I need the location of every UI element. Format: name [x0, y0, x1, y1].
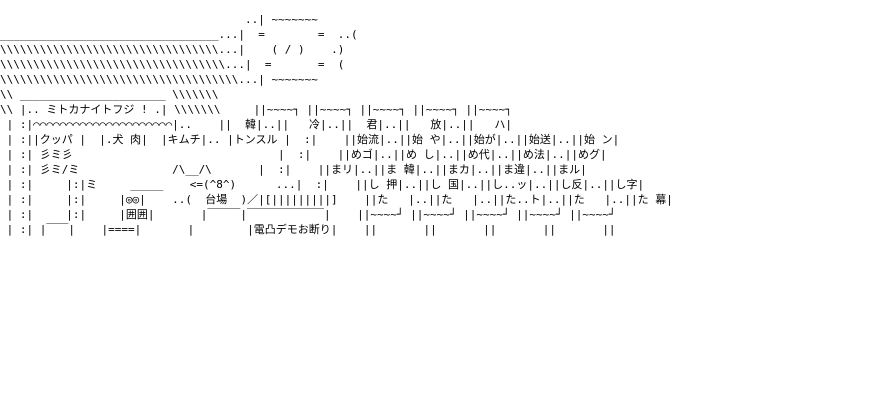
art-line-6: \\ ______________________ \\\\\\\ [0, 88, 219, 101]
art-line-8: | :|⌒⌒⌒⌒⌒⌒⌒⌒⌒⌒⌒⌒⌒⌒⌒⌒⌒⌒⌒⌒⌒|.. || 韓|..|| 冷… [0, 118, 512, 131]
art-line-1: ..| ~~~~~~~ [0, 13, 318, 26]
art-line-13: | :| |:| |◎◎| ..( 台場 )／|[|||||||||] ||た … [0, 193, 673, 206]
ascii-art-canvas: ..| ~~~~~~~ _____________________________… [0, 12, 878, 412]
art-line-14: | :| |:| |囲囲| |￣￣￣|￣￣￣￣￣￣￣| ||~~~~┘ ||~~… [0, 208, 616, 221]
art-line-5: \\\\\\\\\\\\\\\\\\\\\\\\\\\\\\\\\\\\...|… [0, 73, 318, 86]
art-line-7: \\ |.. ミトカナイトフジ ! .| \\\\\\\ ||~~~~┐ ||~… [0, 103, 512, 116]
art-line-2: _________________________________...| = … [0, 28, 358, 41]
art-line-4: \\\\\\\\\\\\\\\\\\\\\\\\\\\\\\\\\\...| =… [0, 58, 345, 71]
art-line-3: \\\\\\\\\\\\\\\\\\\\\\\\\\\\\\\\\...| ( … [0, 43, 345, 56]
art-line-11: | :| 彡ミ/ミ /\__/\ | :| ||まリ|..||ま 韓|..||ま… [0, 163, 587, 176]
art-line-10: | :| 彡ミ彡 | :| ||めゴ|..||め し|..||め代|..||め法… [0, 148, 607, 161]
art-line-15: | :| |￣￣| |====| | |電凸デモお断り| || || || ||… [0, 223, 616, 236]
art-line-9: | :||クッパ | |.犬 肉| |キムチ|.. |トンスル | :| ||始… [0, 133, 620, 146]
art-line-12: | :| |:|ミ _____ <=(^8^) ...| :| ||し 押|..… [0, 178, 645, 191]
